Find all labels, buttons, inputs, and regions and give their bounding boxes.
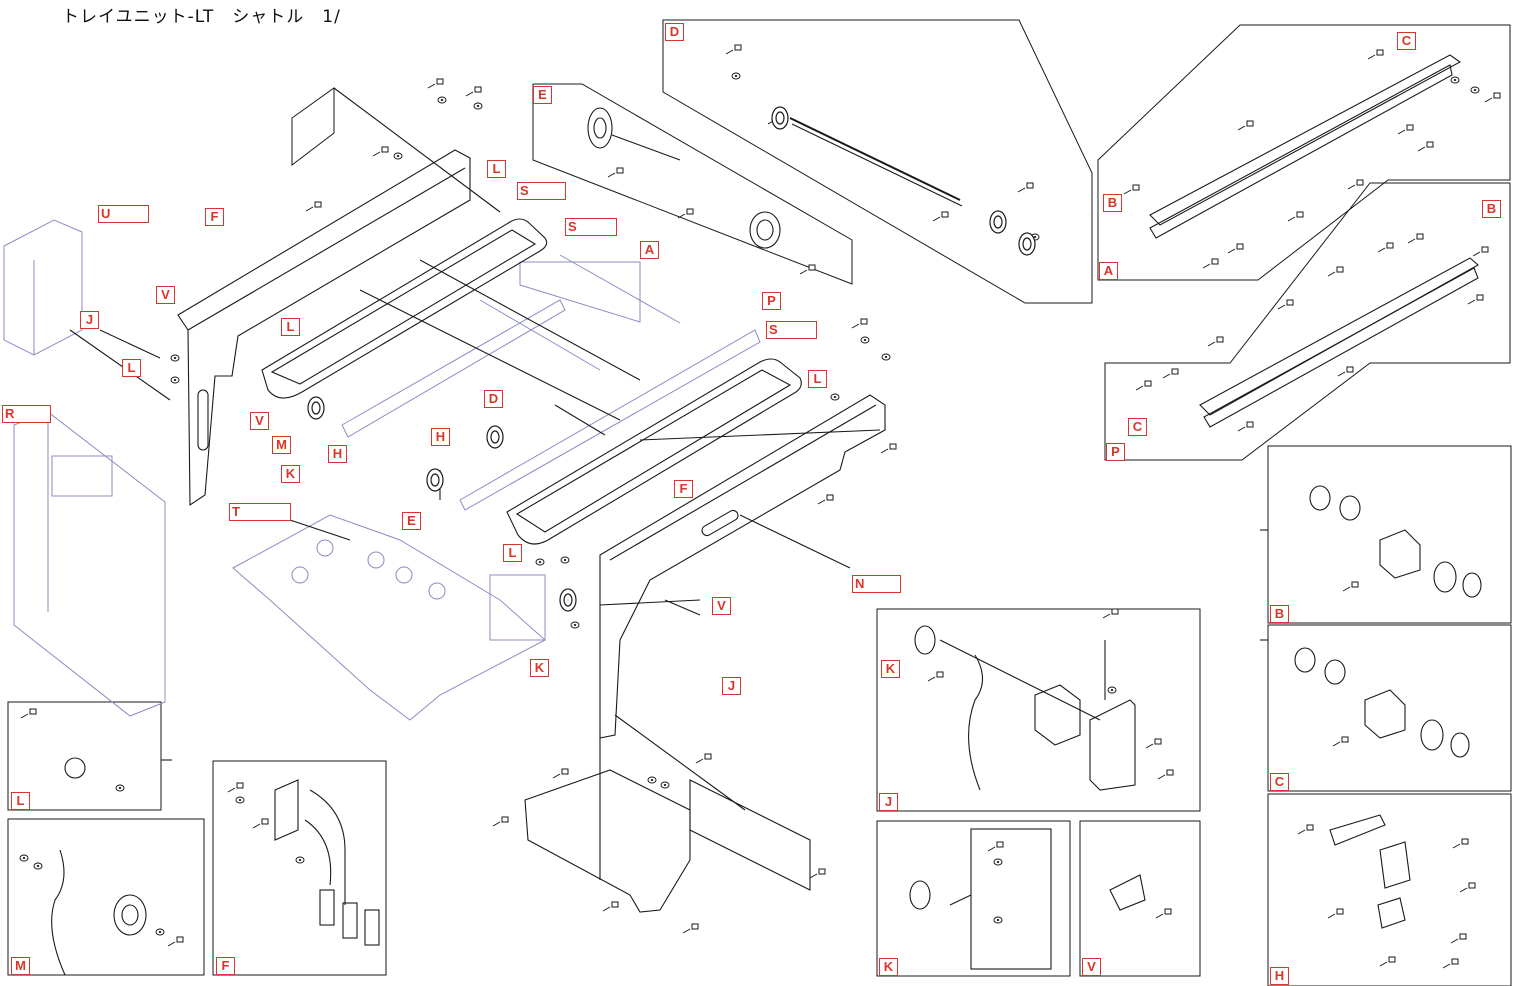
callout-e-main: E [402, 512, 421, 530]
callout-a-inset: A [1099, 262, 1118, 280]
callout-c-a: C [1397, 32, 1416, 50]
callout-u: U [98, 205, 149, 223]
callout-v-detail: V [1082, 958, 1101, 976]
callout-h-detail: H [1270, 967, 1289, 985]
callout-s-right: S [766, 321, 817, 339]
callout-m-detail: M [11, 957, 30, 975]
callout-a-main: A [640, 241, 659, 259]
callout-f-top: F [205, 208, 224, 226]
callout-p-main: P [762, 292, 781, 310]
callout-l-mid: L [281, 318, 300, 336]
callout-l-right: L [808, 370, 827, 388]
frame-a [1098, 25, 1510, 280]
callout-j-left: J [80, 311, 99, 329]
callout-m: M [272, 436, 291, 454]
callout-n: N [852, 575, 901, 593]
callout-b-a: B [1103, 194, 1122, 212]
callout-k-left: K [281, 465, 300, 483]
callout-l-detail: L [11, 792, 30, 810]
callout-j-detail: J [879, 793, 898, 811]
callout-r: R [2, 405, 51, 423]
callout-s-top: S [517, 182, 566, 200]
callout-c-p: C [1128, 418, 1147, 436]
callout-p-inset: P [1106, 443, 1125, 461]
callout-f-detail: F [216, 957, 235, 975]
frame-p [1105, 183, 1510, 460]
callout-l-top: L [487, 160, 506, 178]
callout-j-main: J [722, 677, 741, 695]
callout-d-inset: D [665, 23, 684, 41]
callout-k-j: K [881, 660, 900, 678]
callout-h-second: H [431, 428, 450, 446]
callout-b-detail: B [1270, 605, 1289, 623]
ghost-parts [4, 220, 760, 720]
callout-h-main: H [328, 445, 347, 463]
callout-v-mid: V [250, 412, 269, 430]
callout-k-detail: K [879, 958, 898, 976]
callout-k-main: K [530, 659, 549, 677]
callout-l-left: L [122, 359, 141, 377]
callout-d-main: D [484, 390, 503, 408]
callout-s-second: S [565, 218, 617, 236]
callout-f-main: F [674, 480, 693, 498]
callout-c-detail: C [1270, 773, 1289, 791]
callout-v-right: V [712, 597, 731, 615]
callout-b-p: B [1482, 200, 1501, 218]
callout-t: T [229, 503, 291, 521]
callout-l-bottom: L [503, 544, 522, 562]
frame-e [533, 84, 852, 284]
callout-v-left: V [156, 286, 175, 304]
callout-e-inset: E [533, 86, 552, 104]
frame-d [663, 20, 1092, 303]
